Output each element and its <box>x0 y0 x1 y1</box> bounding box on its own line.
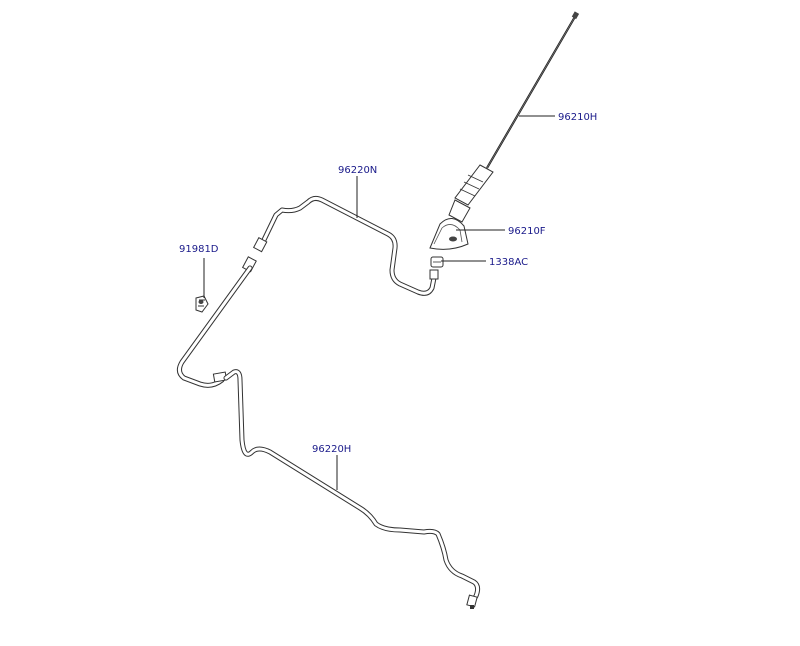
label-1338AC: 1338AC <box>489 257 528 268</box>
label-91981D: 91981D <box>179 244 219 255</box>
label-96220H: 96220H <box>312 444 351 455</box>
label-96220N: 96220N <box>338 165 377 176</box>
lower-antenna-cable[interactable] <box>223 369 481 609</box>
label-96210F: 96210F <box>508 226 546 237</box>
cable-clip[interactable] <box>195 295 209 313</box>
upper-antenna-cable[interactable] <box>176 195 439 388</box>
antenna-base[interactable] <box>429 199 471 250</box>
antenna-mast[interactable] <box>454 11 580 206</box>
label-96210H: 96210H <box>558 112 597 123</box>
mount-nut[interactable] <box>430 256 444 268</box>
